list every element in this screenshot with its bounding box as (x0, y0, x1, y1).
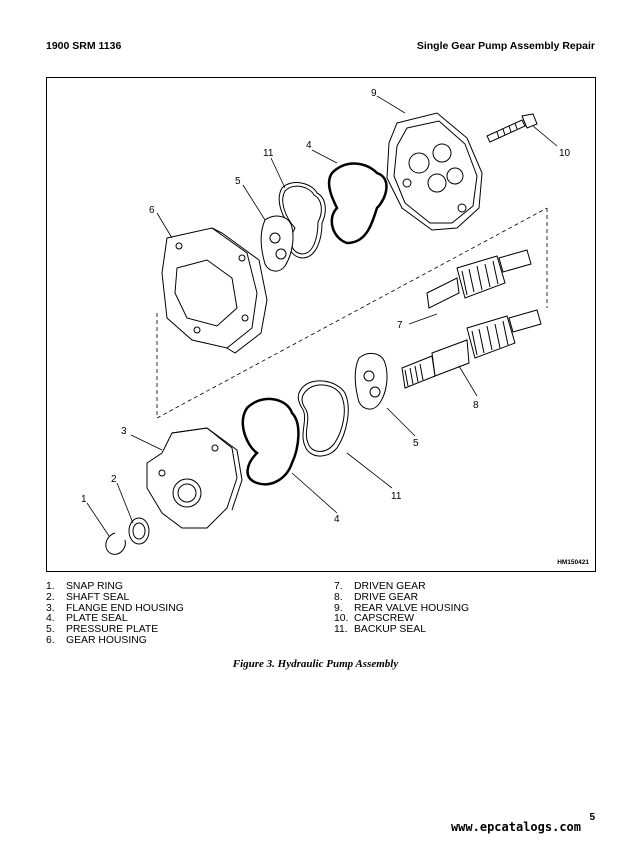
legend-left-column: 1.SNAP RING 2.SHAFT SEAL 3.FLANGE END HO… (46, 581, 184, 647)
callout-6: 6 (149, 205, 155, 216)
alignment-line (156, 207, 548, 419)
legend-item: 9.REAR VALVE HOUSING (334, 602, 470, 614)
rear-valve-housing (386, 112, 483, 231)
legend-item: 2.SHAFT SEAL (46, 591, 130, 603)
legend-right-column: 7.DRIVEN GEAR 8.DRIVE GEAR 9.REAR VALVE … (334, 581, 470, 636)
legend-item: 7.DRIVEN GEAR (334, 581, 426, 592)
callout-7: 7 (397, 320, 403, 331)
drive-gear (401, 309, 542, 389)
snap-ring (105, 532, 126, 555)
header-doc-id: 1900 SRM 1136 (46, 40, 122, 52)
callout-5-lower: 5 (413, 438, 419, 449)
leader-lines (86, 95, 558, 537)
callout-2: 2 (111, 474, 117, 485)
flange-end-housing (146, 427, 243, 529)
driven-gear (426, 249, 532, 309)
callout-5-upper: 5 (235, 176, 241, 187)
callout-9: 9 (371, 88, 377, 99)
plate-seal-lower (241, 397, 300, 486)
backup-seal-lower (297, 380, 349, 457)
legend-item: 4.PLATE SEAL (46, 613, 128, 625)
callout-11-lower: 11 (391, 491, 402, 502)
plate-seal-upper (327, 162, 388, 245)
callout-4-upper: 4 (306, 140, 312, 151)
legend-item: 10.CAPSCREW (334, 613, 415, 625)
header-section-title: Single Gear Pump Assembly Repair (416, 40, 595, 52)
shaft-seal (128, 517, 150, 545)
pressure-plate-upper (260, 215, 294, 272)
callout-10: 10 (559, 148, 571, 159)
callout-11-upper: 11 (263, 148, 274, 159)
legend-item: 8.DRIVE GEAR (334, 591, 419, 603)
callout-1: 1 (81, 494, 87, 505)
exploded-pump-diagram: 9 10 11 4 5 6 7 8 5 11 4 3 2 1 HM150421 (46, 77, 596, 572)
diagram-drawing: 9 10 11 4 5 6 7 8 5 11 4 3 2 1 (81, 88, 571, 555)
gear-housing (161, 227, 268, 354)
callout-4-lower: 4 (334, 514, 340, 525)
callout-8: 8 (473, 400, 479, 411)
figure-caption: Figure 3. Hydraulic Pump Assembly (232, 658, 399, 670)
legend-item: 5.PRESSURE PLATE (46, 624, 159, 636)
page-number: 5 (589, 812, 595, 823)
legend-item: 3.FLANGE END HOUSING (46, 602, 184, 614)
legend-item: 11.BACKUP SEAL (334, 624, 426, 636)
callout-3: 3 (121, 426, 127, 437)
watermark: www.epcatalogs.com (450, 820, 581, 834)
capscrew (486, 113, 538, 143)
legend-item: 6.GEAR HOUSING (46, 634, 147, 646)
legend-item: 1.SNAP RING (46, 581, 123, 592)
pressure-plate-lower (354, 352, 388, 410)
figure-code: HM150421 (557, 559, 589, 566)
